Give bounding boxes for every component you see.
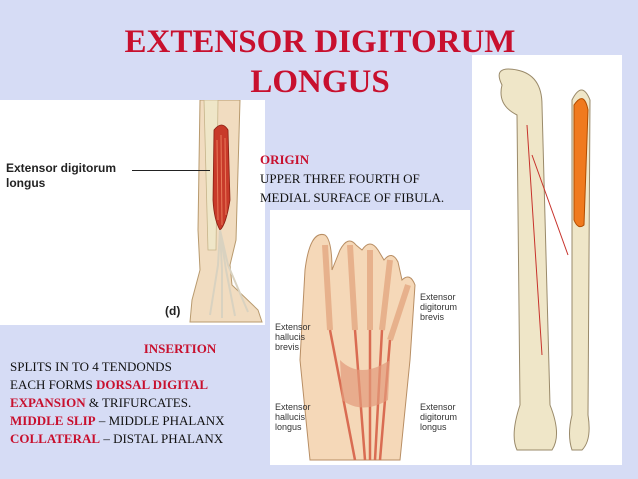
callout-extensor-hallucis-longus: Extensor hallucis longus <box>275 402 311 432</box>
foot-figure: Extensor hallucis brevis Extensor digito… <box>270 210 470 465</box>
insertion-middle-slip: MIDDLE SLIP <box>10 413 96 428</box>
insertion-line-3: EXPANSION & TRIFURCATES. <box>10 394 280 412</box>
leg-illustration <box>189 100 263 323</box>
callout-line: digitorum <box>420 302 458 312</box>
callout-line: hallucis <box>275 332 306 342</box>
callout-line: brevis <box>275 342 300 352</box>
insertion-line-3-text: & TRIFURCATES. <box>85 395 192 410</box>
callout-line: brevis <box>420 312 445 322</box>
callout-line: longus <box>420 422 447 432</box>
insertion-line-5: COLLATERAL – DISTAL PHALANX <box>10 430 280 448</box>
tibia-fibula-figure <box>472 55 622 465</box>
foot-illustration <box>299 233 416 461</box>
insertion-heading: INSERTION <box>143 341 217 356</box>
origin-line-2: MEDIAL SURFACE OF FIBULA. <box>260 190 445 205</box>
insertion-line-4-text: – MIDDLE PHALANX <box>95 413 225 428</box>
leg-label-line-1: Extensor digitorum <box>6 161 117 175</box>
insertion-line-2: EACH FORMS DORSAL DIGITAL <box>10 376 280 394</box>
callout-line: digitorum <box>420 412 458 422</box>
callout-extensor-hallucis-brevis: Extensor hallucis brevis <box>275 322 311 352</box>
origin-line-1: UPPER THREE FOURTH OF <box>260 171 420 186</box>
callout-line: longus <box>275 422 302 432</box>
title-line-2: LONGUS <box>250 64 390 100</box>
callout-line: Extensor <box>420 402 456 412</box>
insertion-line-4: MIDDLE SLIP – MIDDLE PHALANX <box>10 412 280 430</box>
callout-extensor-digitorum-longus: Extensor digitorum longus <box>420 402 457 432</box>
insertion-collateral: COLLATERAL <box>10 431 101 446</box>
callout-line: hallucis <box>275 412 306 422</box>
bone-illustration <box>498 68 591 451</box>
callout-line: Extensor <box>275 322 311 332</box>
leg-figure: Extensor digitorum longus (d) <box>0 100 265 325</box>
title-line-1: EXTENSOR DIGITORUM <box>124 24 516 60</box>
leg-label: Extensor digitorum longus <box>6 161 116 191</box>
leg-label-line-2: longus <box>6 176 46 190</box>
insertion-text: INSERTION SPLITS IN TO 4 TENDONDS EACH F… <box>10 340 280 448</box>
origin-text: ORIGIN UPPER THREE FOURTH OF MEDIAL SURF… <box>260 150 510 207</box>
panel-letter: (d) <box>165 304 181 318</box>
insertion-line-2-text: EACH FORMS <box>10 377 96 392</box>
callout-extensor-digitorum-brevis: Extensor digitorum brevis <box>420 292 457 322</box>
slide-title: EXTENSOR DIGITORUM LONGUS <box>110 22 530 102</box>
insertion-dorsal-digital: DORSAL DIGITAL <box>95 377 209 392</box>
insertion-expansion: EXPANSION <box>10 395 86 410</box>
origin-heading: ORIGIN <box>260 152 310 167</box>
insertion-line-1: SPLITS IN TO 4 TENDONDS <box>10 359 172 374</box>
insertion-line-5-text: – DISTAL PHALANX <box>100 431 224 446</box>
callout-line: Extensor <box>420 292 456 302</box>
leg-label-pointer <box>132 170 210 171</box>
callout-line: Extensor <box>275 402 311 412</box>
